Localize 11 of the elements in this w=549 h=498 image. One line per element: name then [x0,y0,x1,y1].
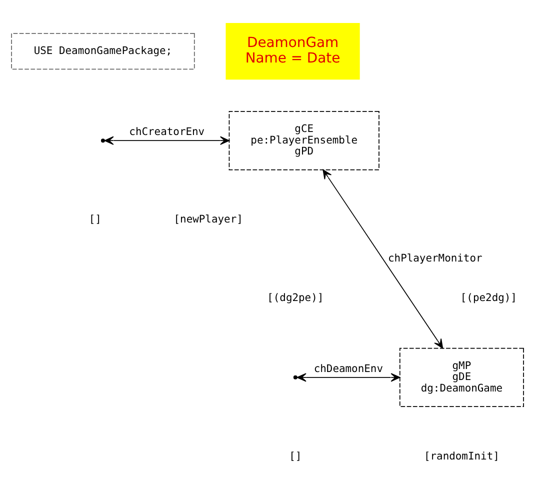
label: DeamonGam [246,34,339,51]
edge-label: chDeamonEnv [314,362,383,375]
edge-label: chPlayerMonitor [388,252,482,265]
label: [randomInit] [424,450,500,462]
label: [] [289,450,302,462]
label: [(dg2pe)] [267,292,324,304]
edge-label: chCreatorEnv [129,126,205,138]
label: [(pe2dg)] [460,292,517,304]
label: [] [88,214,102,226]
label: [newPlayer] [174,214,243,226]
label: Name = Date [245,50,340,66]
